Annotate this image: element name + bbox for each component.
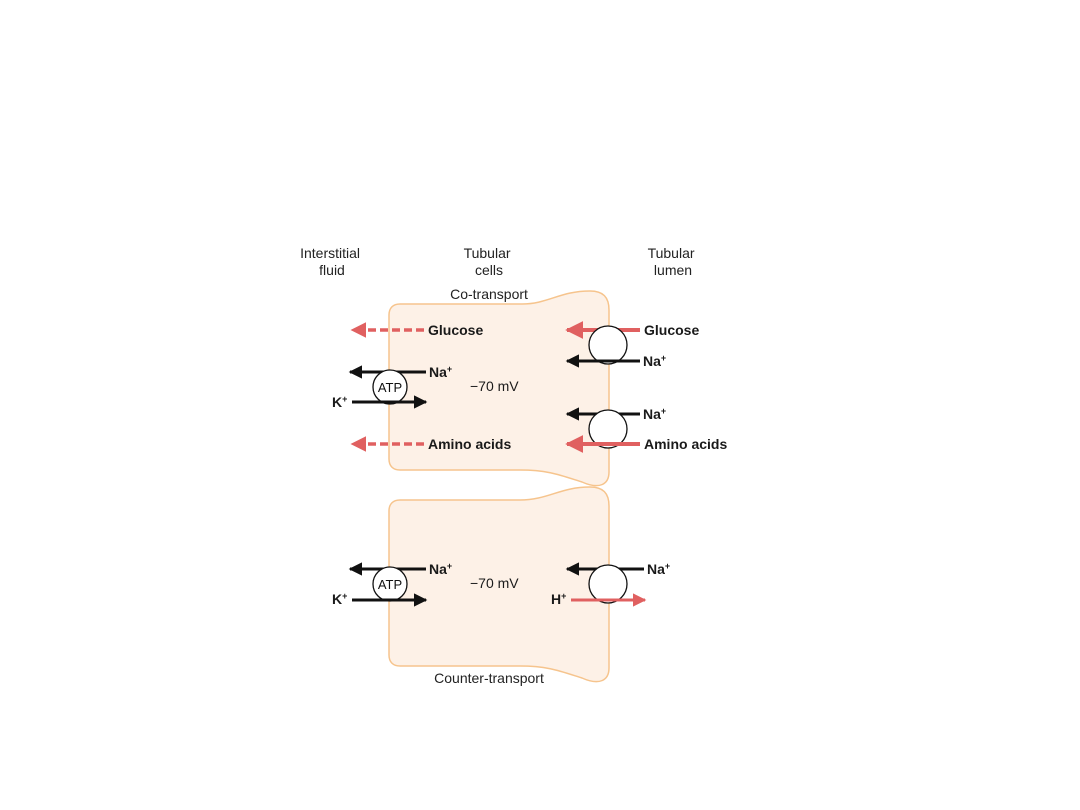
amino-acids-exit-label: Amino acids [428,436,511,452]
tubular-cell-lower [388,486,610,683]
counter-transport-title: Counter-transport [434,670,544,686]
k-pump-label-upper: K+ [332,394,347,410]
glucose-cotransporter [588,325,628,365]
amino-acid-cotransporter [588,409,628,449]
na-pump-label-upper: Na+ [429,364,452,380]
glucose-exit-label: Glucose [428,322,483,338]
membrane-potential-lower: −70 mV [470,575,519,591]
na-entry-label-2: Na+ [643,406,666,422]
glucose-entry-label: Glucose [644,322,699,338]
na-pump-label-lower: Na+ [429,561,452,577]
h-exit-label: H+ [551,591,566,607]
header-interstitial-fluid: Interstitial fluid [300,245,364,278]
header-tubular-lumen: Tubular lumen [648,245,699,278]
co-transport-title: Co-transport [450,286,528,302]
membrane-potential-upper: −70 mV [470,378,519,394]
atp-label-lower: ATP [378,577,402,592]
atp-label-upper: ATP [378,380,402,395]
atp-pump-upper [372,369,408,405]
header-tubular-cells: Tubular cells [464,245,515,278]
tubular-cell-upper [388,290,610,487]
na-entry-label-lower: Na+ [647,561,670,577]
amino-acids-entry-label: Amino acids [644,436,727,452]
k-pump-label-lower: K+ [332,591,347,607]
na-entry-label-1: Na+ [643,353,666,369]
na-h-counter-transporter [588,564,628,604]
